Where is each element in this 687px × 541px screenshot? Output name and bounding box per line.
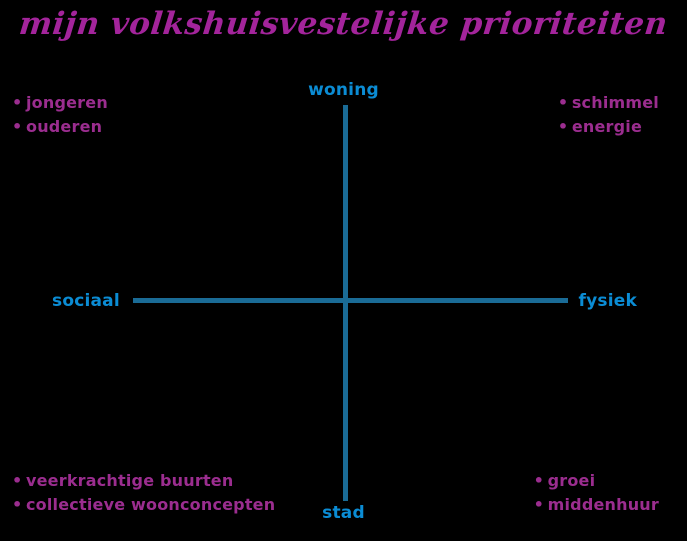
list-item-label: groei	[547, 471, 596, 490]
bullet-icon: •	[12, 471, 23, 490]
horizontal-axis-line	[133, 298, 568, 303]
list-item-label: collectieve woonconcepten	[26, 495, 276, 514]
axis-label-left: sociaal	[52, 291, 120, 311]
axis-label-top: woning	[308, 80, 379, 100]
quadrant-top-right: •schimmel •energie	[558, 91, 659, 139]
list-item-label: schimmel	[571, 93, 659, 112]
vertical-axis-line	[343, 105, 348, 501]
axis-label-right: fysiek	[578, 291, 637, 311]
list-item-label: middenhuur	[547, 495, 659, 514]
quadrant-bottom-right: •groei •middenhuur	[534, 469, 659, 517]
bullet-icon: •	[12, 117, 23, 136]
bullet-icon: •	[533, 471, 545, 490]
list-item: •ouderen	[12, 115, 108, 139]
list-item: •middenhuur	[534, 493, 659, 517]
axis-label-bottom: stad	[322, 503, 365, 523]
bullet-icon: •	[557, 93, 569, 112]
list-item-label: ouderen	[26, 117, 103, 136]
bullet-icon: •	[557, 117, 569, 136]
list-item-label: veerkrachtige buurten	[26, 471, 234, 490]
list-item: •jongeren	[12, 91, 108, 115]
list-item-label: jongeren	[26, 93, 108, 112]
list-item: •groei	[534, 469, 659, 493]
quadrant-top-left: •jongeren •ouderen	[12, 91, 108, 139]
list-item: •energie	[558, 115, 659, 139]
bullet-icon: •	[12, 93, 23, 112]
bullet-icon: •	[533, 495, 545, 514]
page-title: mijn volkshuisvestelijke prioriteiten	[17, 6, 670, 42]
list-item: •schimmel	[558, 91, 659, 115]
bullet-icon: •	[12, 495, 23, 514]
list-item-label: energie	[571, 117, 643, 136]
list-item: •collectieve woonconcepten	[12, 493, 275, 517]
quadrant-bottom-left: •veerkrachtige buurten •collectieve woon…	[12, 469, 275, 517]
list-item: •veerkrachtige buurten	[12, 469, 275, 493]
